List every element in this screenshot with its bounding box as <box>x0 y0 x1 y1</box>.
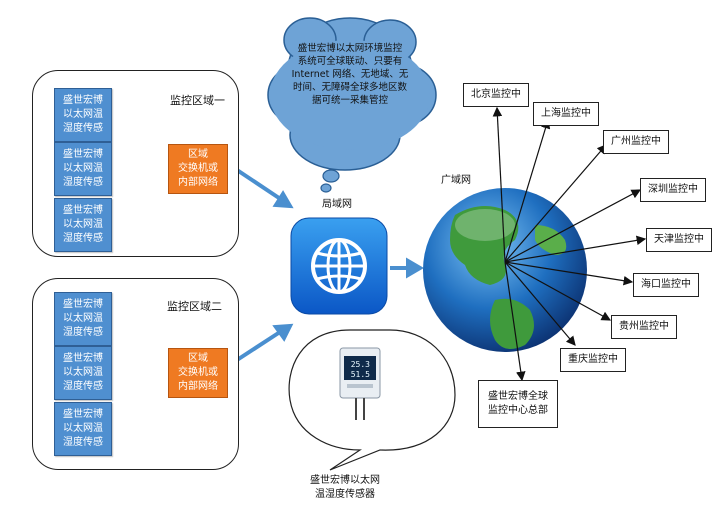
region-1-sensor-3[interactable]: 盛世宏博 以太网温 湿度传感 <box>54 198 112 252</box>
region-1-sensor-1[interactable]: 盛世宏博 以太网温 湿度传感 <box>54 88 112 142</box>
center-connection-lines <box>492 106 647 382</box>
center-shanghai[interactable]: 上海监控中 <box>533 102 599 126</box>
device-display-bottom: 51.5 <box>351 370 370 379</box>
lan-label: 局域网 <box>322 199 352 210</box>
center-hq[interactable]: 盛世宏博全球 监控中心总部 <box>478 380 558 428</box>
region-2-label: 监控区域二 <box>167 300 222 313</box>
region-2-sensor-2[interactable]: 盛世宏博 以太网温 湿度传感 <box>54 346 112 400</box>
device-display-top: 25.3 <box>351 360 370 369</box>
region-1-switch[interactable]: 区域 交换机或 内部网络 <box>168 144 228 194</box>
center-beijing[interactable]: 北京监控中 <box>463 83 529 107</box>
region-1-sensor-2[interactable]: 盛世宏博 以太网温 湿度传感 <box>54 142 112 196</box>
center-haikou[interactable]: 海口监控中 <box>633 273 699 297</box>
thought-cloud <box>267 17 437 193</box>
region-2-sensor-1[interactable]: 盛世宏博 以太网温 湿度传感 <box>54 292 112 346</box>
center-chongqing[interactable]: 重庆监控中 <box>560 348 626 372</box>
region-to-lan-arrows <box>235 168 424 362</box>
center-guizhou[interactable]: 贵州监控中 <box>611 315 677 339</box>
lan-globe-icon <box>290 217 388 315</box>
sensor-device: 25.3 51.5 <box>339 347 381 420</box>
region-2-sensor-3[interactable]: 盛世宏博 以太网温 湿度传感 <box>54 402 112 456</box>
center-tianjin[interactable]: 天津监控中 <box>646 228 712 252</box>
wan-label: 广域网 <box>441 175 471 186</box>
center-shenzhen[interactable]: 深圳监控中 <box>640 178 706 202</box>
cloud-text: 盛世宏博以太网环境监控 系统可全球联动、只要有 Internet 网络、无地域、… <box>291 43 409 106</box>
earth-globe <box>423 188 587 352</box>
center-guangzhou[interactable]: 广州监控中 <box>603 130 669 154</box>
region-2-switch[interactable]: 区域 交换机或 内部网络 <box>168 348 228 398</box>
device-bubble <box>288 329 456 471</box>
region-1-label: 监控区域一 <box>170 94 225 107</box>
device-caption: 盛世宏博以太网 温湿度传感器 <box>310 475 380 500</box>
